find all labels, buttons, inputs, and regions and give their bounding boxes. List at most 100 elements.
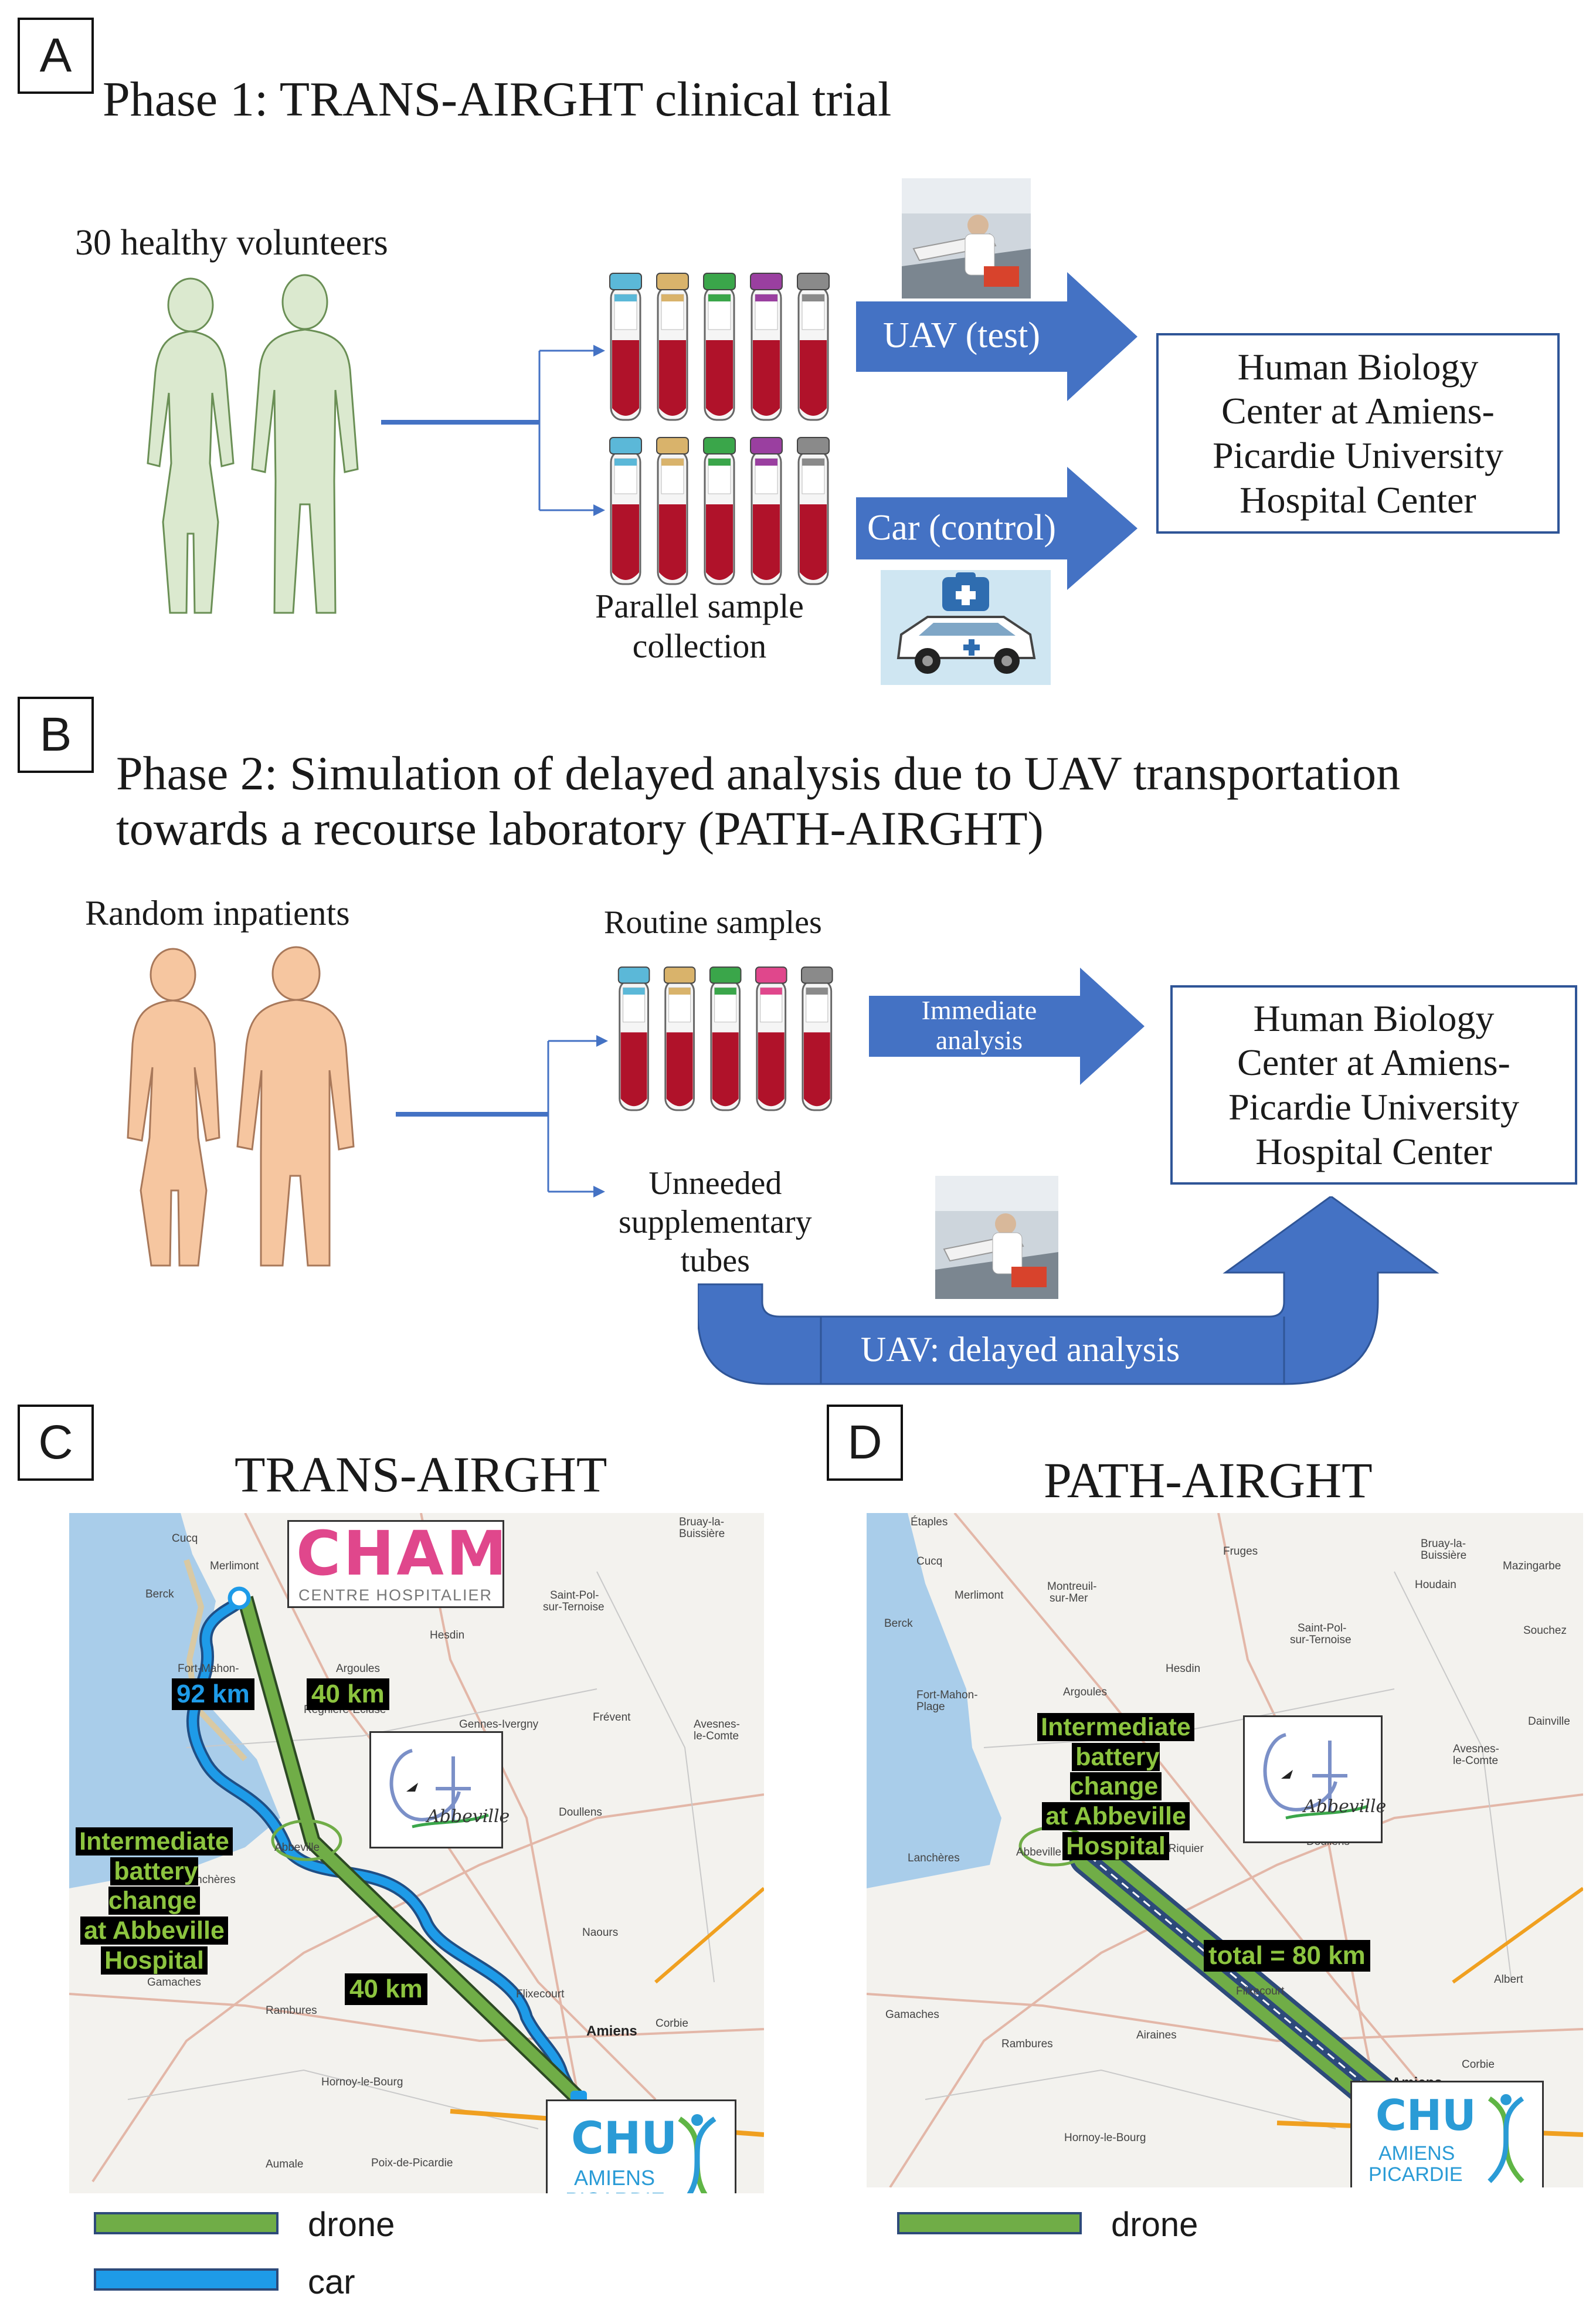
unneeded-tubes-label: Unneeded supplementary tubes bbox=[619, 1165, 812, 1280]
blood-tube-icon bbox=[617, 966, 650, 1111]
panel-b-letter: B bbox=[18, 697, 94, 773]
female-head-icon bbox=[150, 948, 196, 1002]
car-distance-label: 92 km bbox=[172, 1678, 254, 1710]
inpatients-label: Random inpatients bbox=[85, 894, 350, 932]
blood-tube-icon bbox=[609, 437, 642, 585]
branch-connector-b bbox=[396, 1035, 608, 1198]
volunteer-silhouettes bbox=[147, 274, 359, 614]
town-label: Airaines bbox=[1136, 2029, 1177, 2041]
male-head-icon bbox=[281, 274, 328, 330]
town-label: Corbie bbox=[1462, 2058, 1495, 2071]
map-trans-airght: Cucq Merlimont Berck Fort-Mahon- Argoule… bbox=[69, 1513, 764, 2193]
town-label: le-Comte bbox=[694, 1730, 739, 1742]
map-path-airght: Étaples Cucq Merlimont Montreuil- sur-Me… bbox=[867, 1513, 1583, 2187]
panel-d-title: PATH-AIRGHT bbox=[1044, 1452, 1373, 1508]
panel-b-title: Phase 2: Simulation of delayed analysis … bbox=[116, 747, 1401, 856]
town-label: Cucq bbox=[172, 1532, 198, 1545]
town-label: Plage bbox=[916, 1701, 945, 1713]
tube-rack-a-top bbox=[609, 273, 830, 421]
town-label: Berck bbox=[145, 1588, 174, 1600]
town-label: Frévent bbox=[593, 1711, 631, 1724]
drone-photo-b bbox=[935, 1176, 1058, 1299]
abbeville-logo: Abbeville bbox=[1243, 1715, 1386, 1843]
town-label: Argoules bbox=[1063, 1686, 1107, 1698]
routine-samples-label: Routine samples bbox=[604, 904, 822, 941]
blood-tube-icon bbox=[709, 966, 742, 1111]
male-head-icon bbox=[271, 946, 321, 1001]
town-label: Doullens bbox=[559, 1806, 602, 1819]
blood-tube-icon bbox=[797, 437, 830, 585]
blood-tube-icon bbox=[750, 273, 783, 421]
town-label: Albert bbox=[1494, 1973, 1523, 1986]
town-label: Avesnes- bbox=[1453, 1743, 1499, 1755]
total-distance-label: total = 80 km bbox=[1204, 1940, 1370, 1972]
uav-test-arrow bbox=[856, 272, 1137, 401]
blood-tube-icon bbox=[703, 273, 736, 421]
town-label: Avesnes- bbox=[694, 1718, 740, 1731]
town-label: Lanchères bbox=[908, 1852, 960, 1864]
branch-connector-a bbox=[381, 345, 605, 516]
panel-c-letter: C bbox=[18, 1405, 94, 1481]
town-label: Amiens bbox=[586, 2023, 637, 2039]
blood-tube-icon bbox=[663, 966, 696, 1111]
town-label: Merlimont bbox=[210, 1560, 259, 1572]
legend-drone-label-d: drone bbox=[1111, 2206, 1198, 2244]
town-label: Houdain bbox=[1415, 1579, 1456, 1591]
town-label: Souchez bbox=[1523, 1624, 1567, 1637]
town-label: Hornoy-le-Bourg bbox=[321, 2076, 403, 2088]
female-body-icon bbox=[127, 999, 220, 1267]
inpatient-silhouettes bbox=[127, 946, 355, 1267]
town-label: Cucq bbox=[916, 1555, 943, 1568]
blood-tube-icon bbox=[750, 437, 783, 585]
town-label: Rambures bbox=[266, 2004, 317, 2017]
town-label: Abbeville bbox=[1016, 1846, 1062, 1858]
battery-change-note-c: Intermediate battery change at Abbeville… bbox=[69, 1827, 245, 1976]
town-label: Dainville bbox=[1528, 1715, 1570, 1728]
female-head-icon bbox=[167, 277, 214, 333]
legend-drone-swatch-c bbox=[94, 2212, 279, 2234]
town-label: Mazingarbe bbox=[1503, 1560, 1561, 1572]
parallel-collection-label: Parallel sample collection bbox=[595, 587, 804, 666]
immediate-analysis-arrow bbox=[869, 968, 1145, 1085]
abbeville-circle bbox=[271, 1819, 342, 1861]
car-control-label: Car (control) bbox=[867, 508, 1056, 548]
town-label: sur-Mer bbox=[1050, 1592, 1088, 1605]
town-label: Buissière bbox=[679, 1528, 725, 1540]
blood-tube-icon bbox=[656, 273, 689, 421]
town-label: Aumale bbox=[266, 2158, 304, 2170]
legend-drone-swatch-d bbox=[897, 2212, 1082, 2234]
chu-logo-d: CHU AMIENS PICARDIE bbox=[1350, 2081, 1544, 2187]
town-label: Hesdin bbox=[1166, 1663, 1201, 1675]
drone-photo-a bbox=[902, 178, 1031, 298]
legend-car-label-c: car bbox=[308, 2263, 355, 2301]
uav-test-label: UAV (test) bbox=[882, 316, 1041, 355]
cham-logo: CHAM CENTRE HOSPITALIER bbox=[287, 1520, 507, 1608]
town-label: Fort-Mahon- bbox=[178, 1663, 239, 1675]
legend-drone-label-c: drone bbox=[308, 2206, 395, 2244]
abbeville-logo: Abbeville bbox=[369, 1731, 510, 1848]
destination-box-a: Human Biology Center at Amiens- Picardie… bbox=[1156, 333, 1560, 534]
drone-distance-label-2: 40 km bbox=[345, 1973, 427, 2005]
drone-distance-label-1: 40 km bbox=[307, 1678, 389, 1710]
town-label: Naours bbox=[582, 1926, 619, 1939]
female-body-icon bbox=[147, 330, 235, 614]
blood-tube-icon bbox=[609, 273, 642, 421]
male-body-icon bbox=[251, 328, 359, 614]
town-label: Corbie bbox=[656, 2017, 688, 2030]
destination-box-b: Human Biology Center at Amiens- Picardie… bbox=[1170, 985, 1577, 1185]
town-label: Berck bbox=[884, 1617, 913, 1630]
blood-tube-icon bbox=[755, 966, 787, 1111]
town-label: Étaples bbox=[911, 1516, 948, 1528]
town-label: Fruges bbox=[1223, 1545, 1258, 1558]
town-label: Flixecourt bbox=[1236, 1985, 1285, 1997]
volunteers-label: 30 healthy volunteers bbox=[75, 223, 388, 263]
town-label: Gamaches bbox=[885, 2009, 939, 2021]
town-label: sur-Ternoise bbox=[1290, 1634, 1351, 1646]
chu-logo-c: CHU AMIENS PICARDIE bbox=[546, 2099, 736, 2193]
town-label: Hornoy-le-Bourg bbox=[1064, 2132, 1146, 2144]
town-label: le-Comte bbox=[1453, 1755, 1499, 1767]
car-control-arrow bbox=[856, 467, 1137, 590]
town-label: Poix-de-Picardie bbox=[371, 2157, 453, 2169]
town-label: Gennes-Ivergny bbox=[459, 1718, 539, 1731]
tube-rack-a-bottom bbox=[609, 437, 830, 585]
